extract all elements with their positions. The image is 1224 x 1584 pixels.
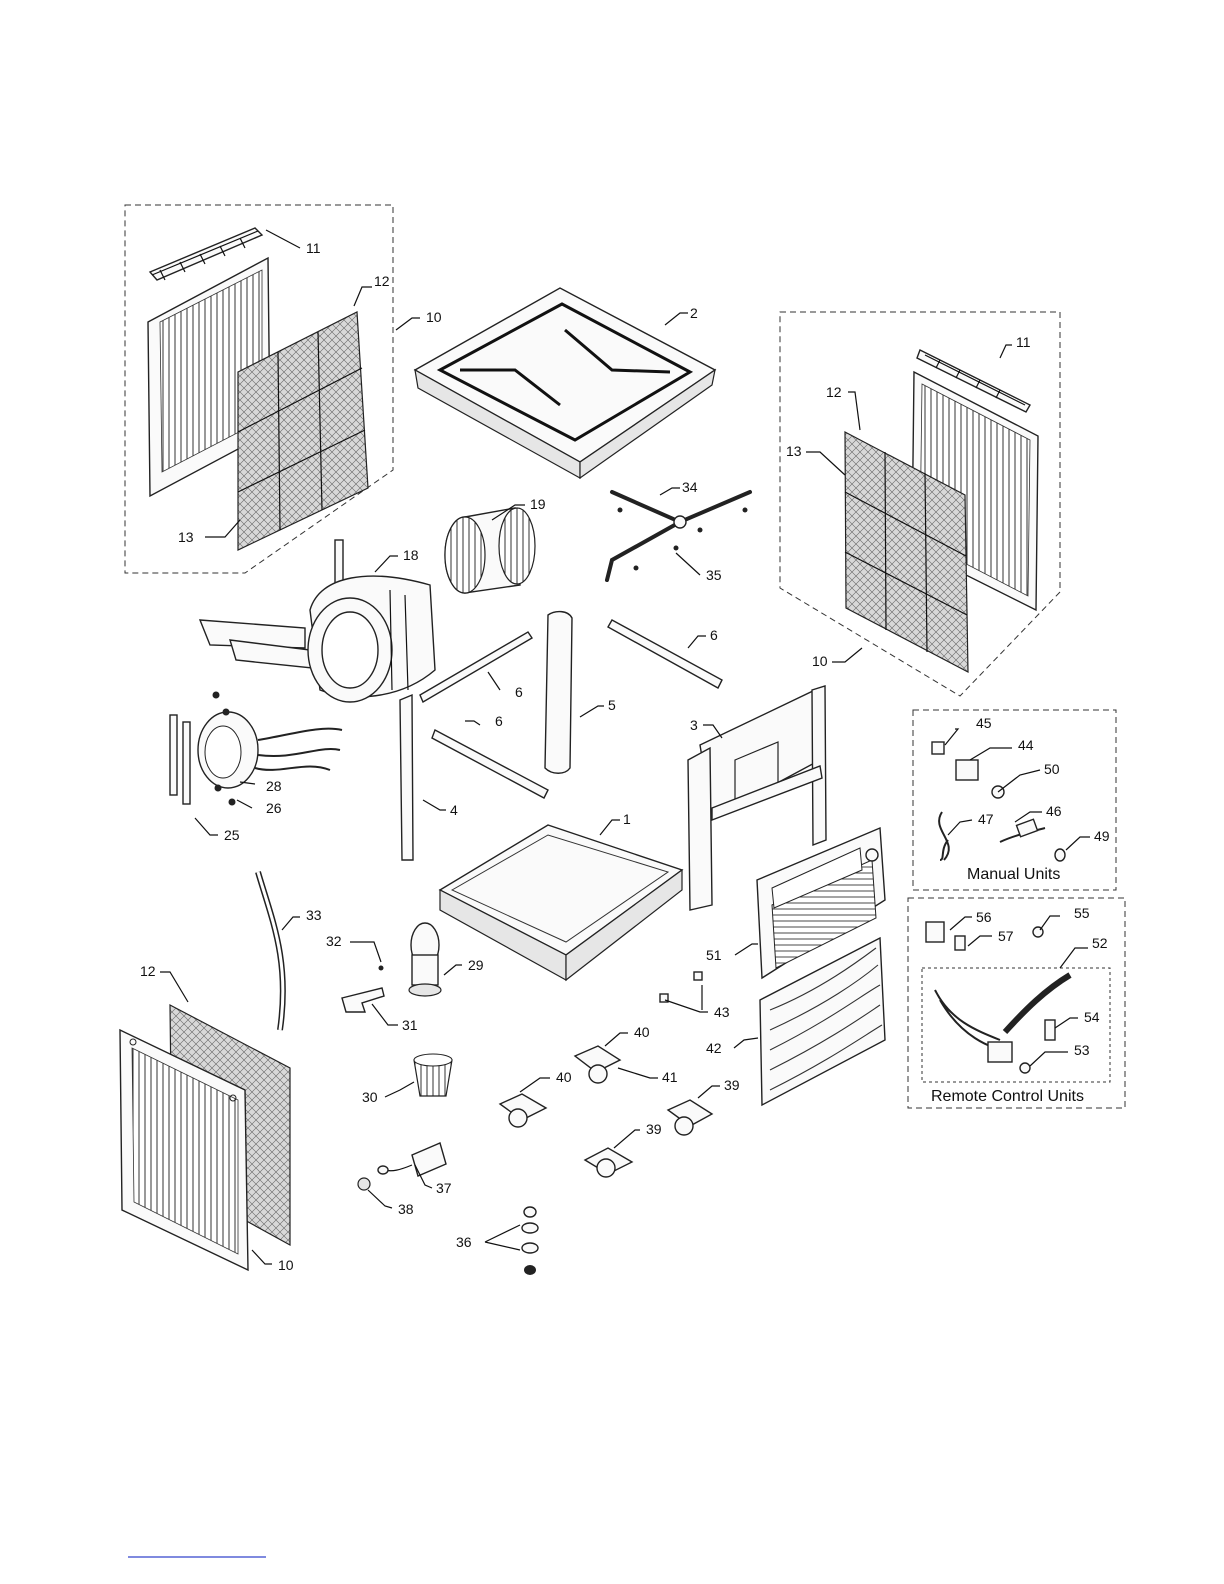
callout-41: 41 [662,1069,678,1085]
post-5 [545,612,572,774]
callout-45: 45 [976,715,992,731]
callout-56: 56 [976,909,992,925]
callout-35: 35 [706,567,722,583]
callout-55: 55 [1074,905,1090,921]
callout-36: 36 [456,1234,472,1250]
callout-47: 47 [978,811,994,827]
callout-52: 52 [1092,935,1108,951]
callout-29: 29 [468,957,484,973]
callout-34: 34 [682,479,698,495]
left-panel-assembly [125,205,393,573]
callout-46: 46 [1046,803,1062,819]
manual-units-label: Manual Units [967,866,1060,883]
callout-2: 2 [690,305,698,321]
drain-hardware-36 [522,1207,538,1275]
callout-54: 54 [1084,1009,1100,1025]
callout-51: 51 [706,947,722,963]
blower-wheel-19 [445,508,535,593]
callout-10: 10 [278,1257,294,1273]
callout-4: 4 [450,802,458,818]
remote-control-units-label: Remote Control Units [931,1088,1084,1105]
callout-42: 42 [706,1040,722,1056]
callout-6: 6 [495,713,503,729]
callout-30: 30 [362,1089,378,1105]
pump-29 [379,923,442,996]
fitting-38 [358,1178,370,1190]
callout-3: 3 [690,717,698,733]
callout-6: 6 [710,627,718,643]
pump-clip-31 [342,988,384,1012]
frame-rails [400,612,722,860]
callout-10: 10 [812,653,828,669]
rail-6-lower [432,730,548,798]
callout-39: 39 [646,1121,662,1137]
callout-12: 12 [826,384,842,400]
water-tube-33 [258,872,283,1030]
callout-12: 12 [374,273,390,289]
callout-10: 10 [426,309,442,325]
lower-left-panel [120,1005,290,1270]
callout-13: 13 [178,529,194,545]
callout-38: 38 [398,1201,414,1217]
callout-19: 19 [530,496,546,512]
callout-11: 11 [306,240,321,256]
callout-25: 25 [224,827,240,843]
callout-28: 28 [266,778,282,794]
callout-37: 37 [436,1180,452,1196]
caster-39-b [585,1148,632,1177]
right-panel-assembly [780,312,1060,696]
rail-6-right [608,620,722,688]
callout-5: 5 [608,697,616,713]
callout-53: 53 [1074,1042,1090,1058]
callout-26: 26 [266,800,282,816]
callout-18: 18 [403,547,419,563]
blower-housing-18 [200,540,435,702]
remote-control-units-group [908,898,1125,1108]
callout-43: 43 [714,1004,730,1020]
callout-32: 32 [326,933,342,949]
callout-31: 31 [402,1017,418,1033]
water-distributor-34 [607,492,750,580]
callout-50: 50 [1044,761,1060,777]
callout-57: 57 [998,928,1014,944]
callout-6: 6 [515,684,523,700]
callout-49: 49 [1094,828,1110,844]
callout-44: 44 [1018,737,1034,753]
callout-11: 11 [1016,334,1031,350]
callout-12: 12 [140,963,156,979]
caster-40-b [500,1094,546,1127]
manual-units-group [913,710,1116,890]
callout-39: 39 [724,1077,740,1093]
top-pan-2 [415,288,715,478]
callout-1: 1 [623,811,631,827]
callout-33: 33 [306,907,322,923]
post-4 [400,695,413,860]
callout-40: 40 [556,1069,572,1085]
pump-screen-30 [414,1054,452,1096]
casters [500,972,712,1177]
motor-clips-25 [170,715,190,804]
callout-13: 13 [786,443,802,459]
float-switch-37 [378,1143,446,1176]
caster-40-a [575,1046,620,1083]
caster-39-a [668,1100,712,1135]
callout-40: 40 [634,1024,650,1040]
